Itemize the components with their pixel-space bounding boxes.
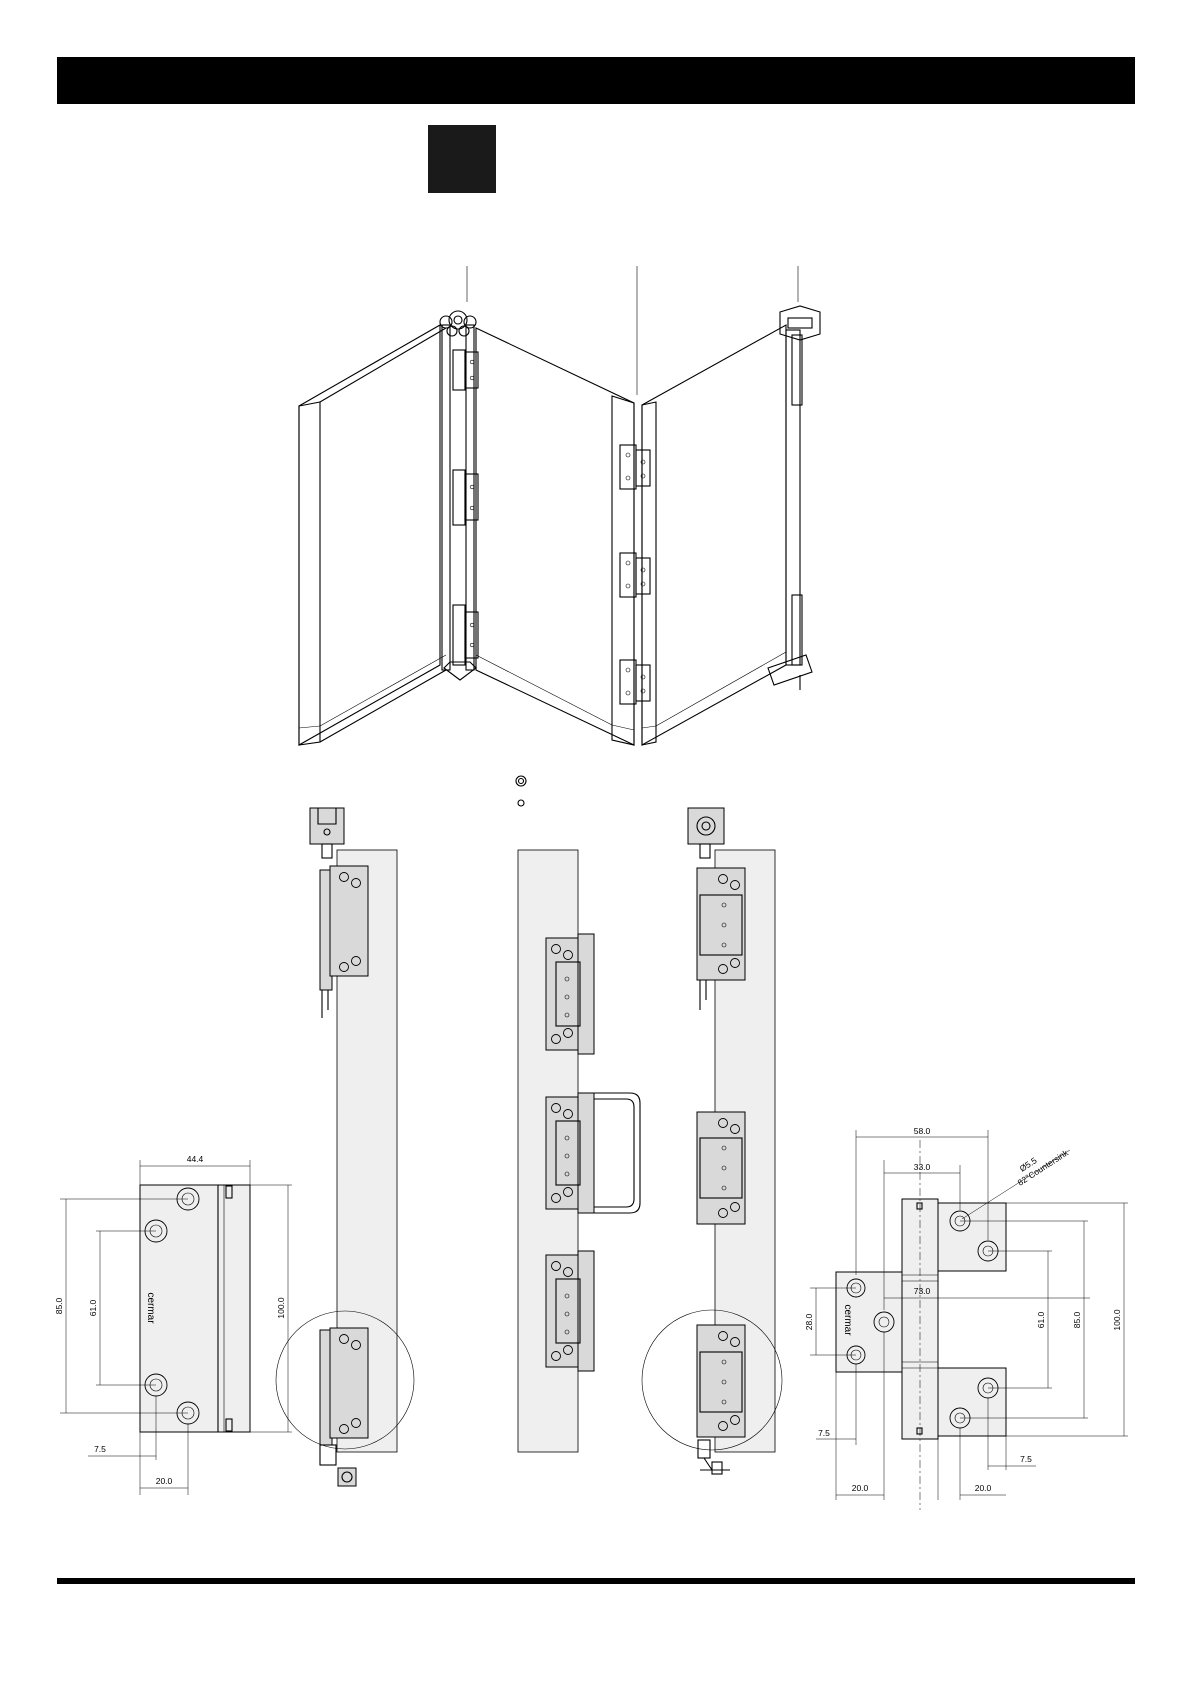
dim-width-total: 58.0: [914, 1126, 931, 1136]
dim-width-inner: 33.0: [914, 1162, 931, 1172]
dim-offset-small: 7.5: [94, 1444, 106, 1454]
dim-height-outer-right: 85.0: [1072, 1311, 1082, 1328]
dim-height-total-right: 100.0: [1112, 1309, 1122, 1331]
dim-width-top: 44.4: [187, 1154, 204, 1164]
right-hinge-brand: cermar: [842, 1304, 853, 1336]
dim-bottom-left: 20.0: [852, 1483, 869, 1493]
dim-offset-bottom: 20.0: [156, 1476, 173, 1486]
dim-height-inner: 61.0: [88, 1299, 98, 1316]
left-plate-brand: cermar: [145, 1292, 156, 1324]
dim-offset-right: 7.5: [1020, 1454, 1032, 1464]
dim-height-total: 100.0: [276, 1297, 286, 1319]
left-plate-drawing: cermar 44.4 85.0 61.0 100.0 7.5 20.0: [54, 1154, 292, 1495]
dim-knuckle: 73.0: [914, 1286, 931, 1296]
right-elevation: [642, 808, 782, 1474]
middle-elevation: [518, 850, 640, 1452]
left-elevation: [276, 808, 414, 1486]
legend-symbols: [516, 776, 526, 806]
dim-offset-left: 7.5: [818, 1428, 830, 1438]
dim-height-outer: 85.0: [54, 1297, 64, 1314]
dim-bottom-right: 20.0: [975, 1483, 992, 1493]
dim-height-inner-right: 61.0: [1036, 1311, 1046, 1328]
right-hinge-drawing: cermar 58.0 33.0 73.0 Ø5.5 82°Countersin…: [804, 1126, 1128, 1510]
footer-rule: [57, 1578, 1135, 1584]
isometric-door-view: [299, 266, 820, 745]
dim-height-small: 28.0: [804, 1313, 814, 1330]
pivot-hinge-group: [620, 445, 650, 704]
